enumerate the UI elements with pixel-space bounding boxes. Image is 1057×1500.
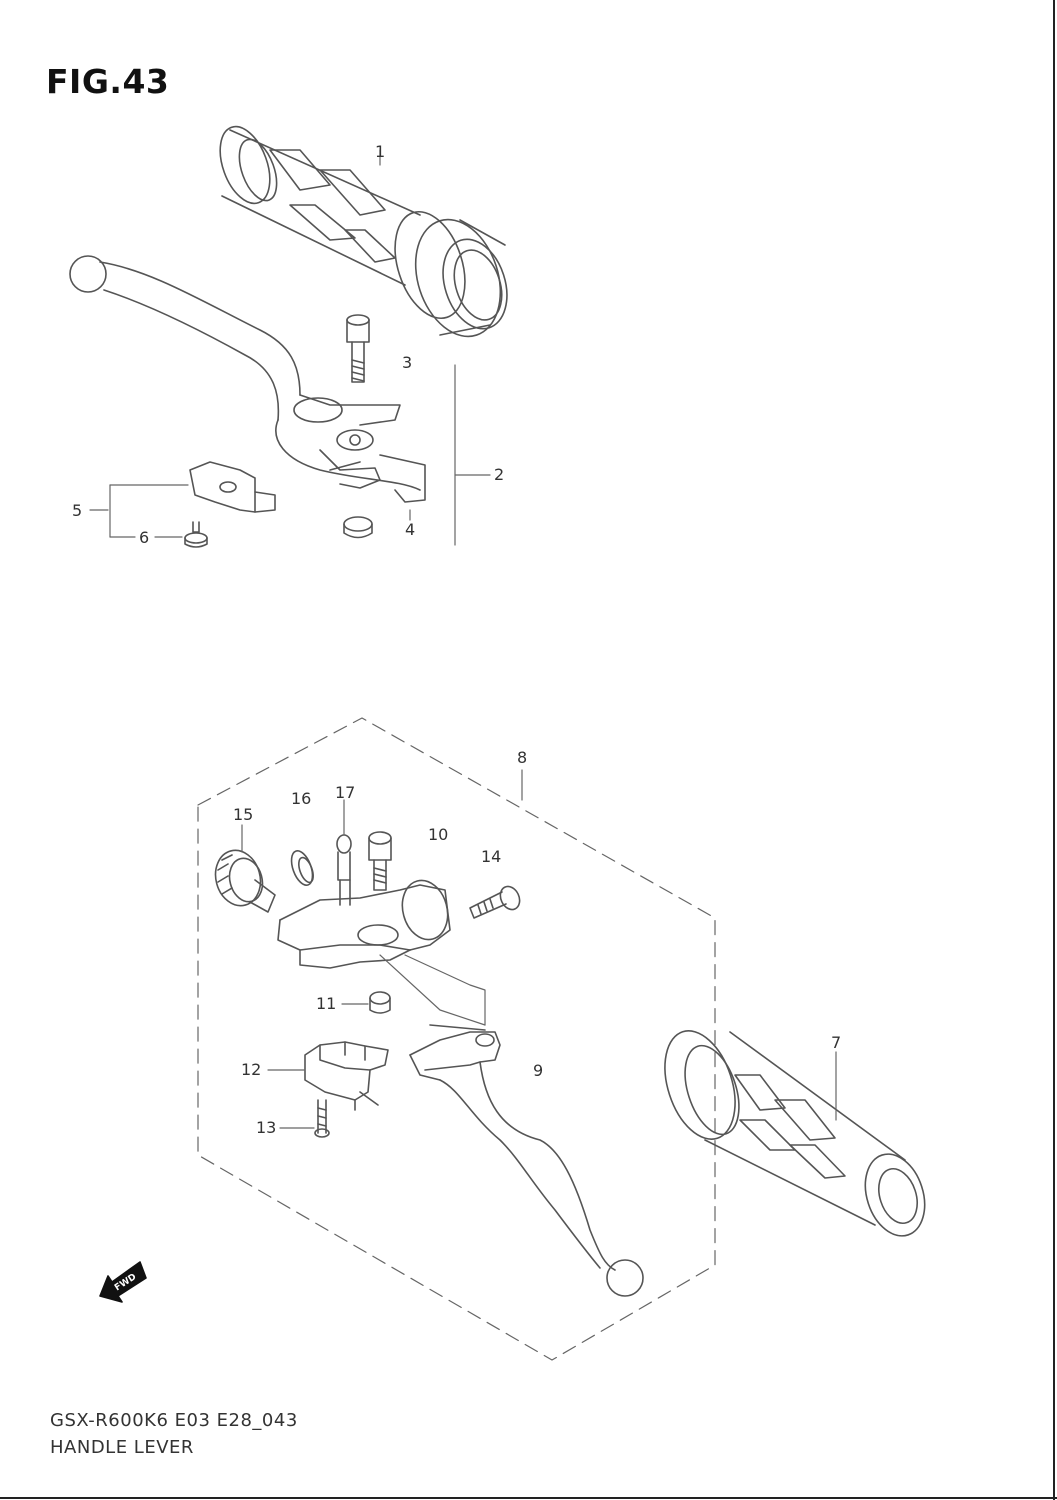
callout-7: 7 (831, 1033, 842, 1052)
callout-5: 5 (72, 501, 83, 520)
part-16-clip (290, 850, 314, 886)
callout-2: 2 (494, 465, 505, 484)
part-17-pin (336, 834, 352, 881)
part-2-brake-lever (69, 255, 426, 503)
callout-14: 14 (481, 847, 502, 866)
part-11-bushing (369, 991, 391, 1014)
diagram-code: GSX-R600K6 E03 E28_043 (50, 1410, 298, 1431)
part-12-switch (304, 1041, 389, 1111)
part-5-bracket (189, 461, 276, 513)
callout-4: 4 (405, 520, 416, 539)
fwd-arrow-icon: FWD (99, 1261, 147, 1303)
figure-title: FIG.43 (46, 62, 170, 101)
callout-12: 12 (241, 1060, 262, 1079)
callout-10: 10 (428, 825, 449, 844)
callout-13: 13 (256, 1118, 277, 1137)
part-6-screw (184, 521, 208, 548)
part-4-nut (343, 516, 373, 539)
callout-3: 3 (402, 353, 413, 372)
upper-leader-lines (89, 149, 491, 546)
callout-8: 8 (517, 748, 528, 767)
part-7-grip (664, 1030, 926, 1237)
part-14-mount-bolt (469, 885, 521, 919)
right-border (1053, 0, 1055, 1500)
callout-11: 11 (316, 994, 337, 1013)
callout-6: 6 (139, 528, 150, 547)
part-13-screw (314, 1099, 330, 1138)
lower-leader-lines (241, 769, 837, 1129)
bottom-border (0, 1497, 1057, 1499)
part-9-lever (409, 1024, 644, 1297)
part-1-throttle-grip (219, 125, 508, 338)
callout-16: 16 (291, 789, 312, 808)
callout-17: 17 (335, 783, 356, 802)
part-3-pivot-bolt (346, 314, 370, 383)
callout-15: 15 (233, 805, 254, 824)
callout-1: 1 (375, 142, 386, 161)
diagram-name: HANDLE LEVER (50, 1437, 194, 1458)
master-cylinder-body (277, 879, 451, 969)
callout-9: 9 (533, 1061, 544, 1080)
part-15-adjuster-knob (214, 849, 276, 913)
part-10-bolt (368, 831, 392, 891)
part-8-assembly-boundary (197, 717, 716, 1361)
